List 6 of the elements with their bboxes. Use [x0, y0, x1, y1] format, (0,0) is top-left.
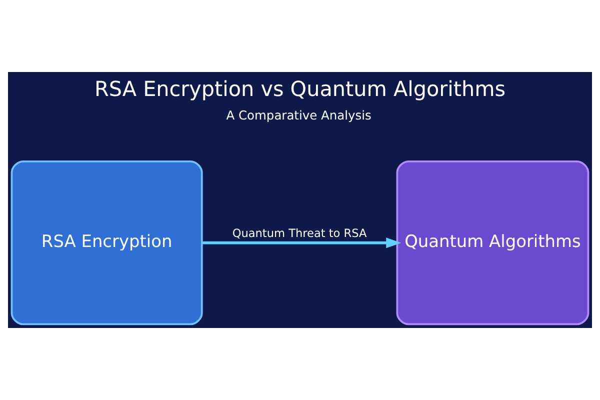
label: A Comparative Analysis	[226, 108, 372, 122]
edge-label: Quantum Threat to RSA	[232, 226, 367, 240]
diagram-title: RSA Encryption vs Quantum Algorithms	[94, 77, 506, 102]
arrow	[202, 238, 402, 248]
node-box: Quantum Algorithms	[396, 160, 590, 326]
node-box: RSA Encryption	[10, 160, 203, 326]
